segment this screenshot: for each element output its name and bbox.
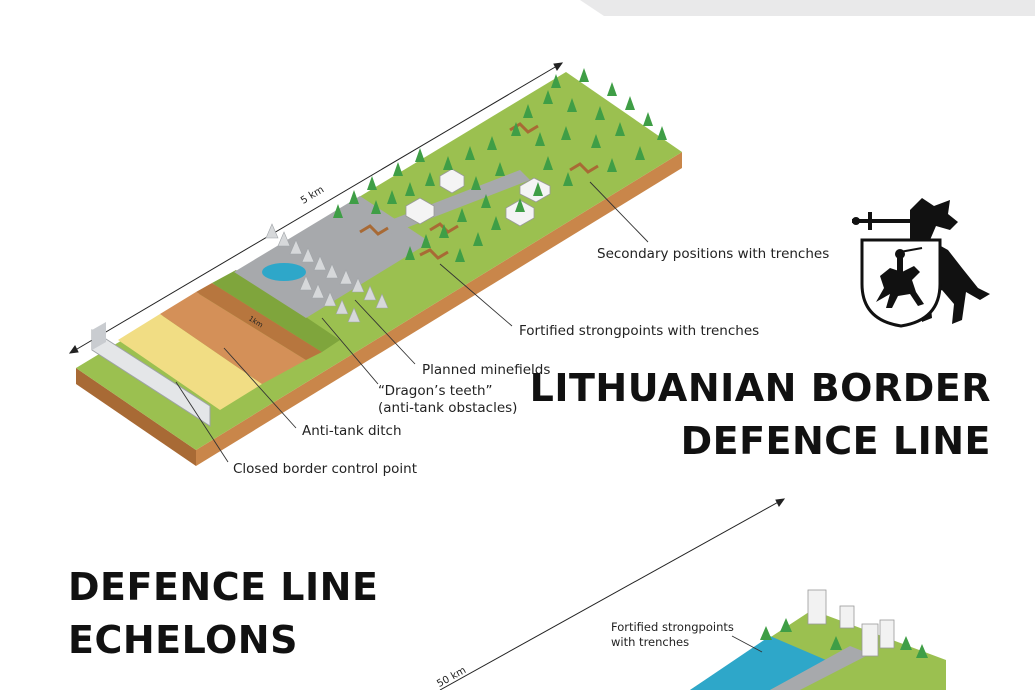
tree bbox=[523, 104, 533, 118]
echelons-road bbox=[770, 646, 870, 690]
tree bbox=[657, 126, 667, 140]
sand-strip bbox=[118, 314, 262, 410]
tree bbox=[455, 248, 465, 262]
echelons-leader-line bbox=[731, 635, 763, 653]
pond bbox=[262, 263, 306, 281]
slab-right-face bbox=[196, 152, 682, 466]
dimension-arrow-5km bbox=[68, 62, 564, 354]
tree bbox=[481, 194, 491, 208]
slab-front-face bbox=[76, 368, 196, 466]
tree bbox=[535, 132, 545, 146]
tree bbox=[511, 122, 521, 136]
tree bbox=[421, 234, 431, 248]
tree bbox=[491, 216, 501, 230]
callout-anti-tank-ditch: Anti-tank ditch bbox=[302, 423, 402, 439]
callout-dragons-teeth-line2: (anti-tank obstacles) bbox=[378, 400, 518, 416]
main-title-line1: LITHUANIAN BORDER bbox=[529, 366, 991, 410]
tree bbox=[371, 200, 381, 214]
callout-dragons-teeth-line1: “Dragon’s teeth” bbox=[378, 383, 493, 399]
tree bbox=[607, 158, 617, 172]
callout-fortified-strongpoints: Fortified strongpoints with trenches bbox=[519, 323, 760, 339]
tree bbox=[615, 122, 625, 136]
tree bbox=[561, 126, 571, 140]
echelons-water bbox=[690, 636, 826, 690]
tree bbox=[643, 112, 653, 126]
callout-planned-minefields: Planned minefields bbox=[422, 362, 551, 378]
tree bbox=[533, 182, 543, 196]
tree bbox=[443, 156, 453, 170]
echelons-buildings bbox=[807, 589, 895, 657]
tree bbox=[333, 204, 343, 218]
tree bbox=[405, 246, 415, 260]
tree bbox=[439, 224, 449, 238]
callout-closed-border-control-point: Closed border control point bbox=[233, 461, 418, 477]
tree bbox=[457, 208, 467, 222]
tree bbox=[393, 162, 403, 176]
tree bbox=[591, 134, 601, 148]
echelons-callout-line2: with trenches bbox=[611, 635, 690, 649]
tree bbox=[349, 190, 359, 204]
knight-on-horse-icon bbox=[876, 247, 924, 308]
coat-of-arms-emblem bbox=[852, 198, 990, 328]
tree bbox=[567, 98, 577, 112]
tree bbox=[543, 90, 553, 104]
tree bbox=[607, 82, 617, 96]
tree bbox=[405, 182, 415, 196]
tree bbox=[471, 176, 481, 190]
leader-lines bbox=[175, 181, 649, 463]
tree bbox=[579, 68, 589, 82]
tree bbox=[625, 96, 635, 110]
tree bbox=[415, 148, 425, 162]
grass-bank bbox=[212, 270, 340, 352]
anti-tank-ditch-shape bbox=[160, 292, 306, 384]
main-title-line2: DEFENCE LINE bbox=[680, 419, 991, 463]
tree bbox=[495, 162, 505, 176]
tree bbox=[543, 156, 553, 170]
tree bbox=[487, 136, 497, 150]
dragons-teeth bbox=[265, 223, 389, 323]
echelons-callout-line1: Fortified strongpoints bbox=[611, 620, 734, 634]
tree bbox=[515, 198, 525, 212]
tree bbox=[551, 74, 561, 88]
tree bbox=[465, 146, 475, 160]
border-fence bbox=[91, 322, 211, 427]
echelons-trees bbox=[760, 618, 928, 658]
section-heading-line2: ECHELONS bbox=[68, 618, 298, 662]
main-road bbox=[370, 170, 530, 238]
tree bbox=[635, 146, 645, 160]
tree bbox=[387, 190, 397, 204]
tree bbox=[425, 172, 435, 186]
callout-secondary-positions: Secondary positions with trenches bbox=[597, 246, 830, 262]
tree bbox=[367, 176, 377, 190]
top-banner bbox=[580, 0, 1035, 16]
tree bbox=[563, 172, 573, 186]
trees bbox=[333, 68, 667, 262]
tree bbox=[595, 106, 605, 120]
section-heading-line1: DEFENCE LINE bbox=[68, 565, 379, 609]
tree bbox=[473, 232, 483, 246]
